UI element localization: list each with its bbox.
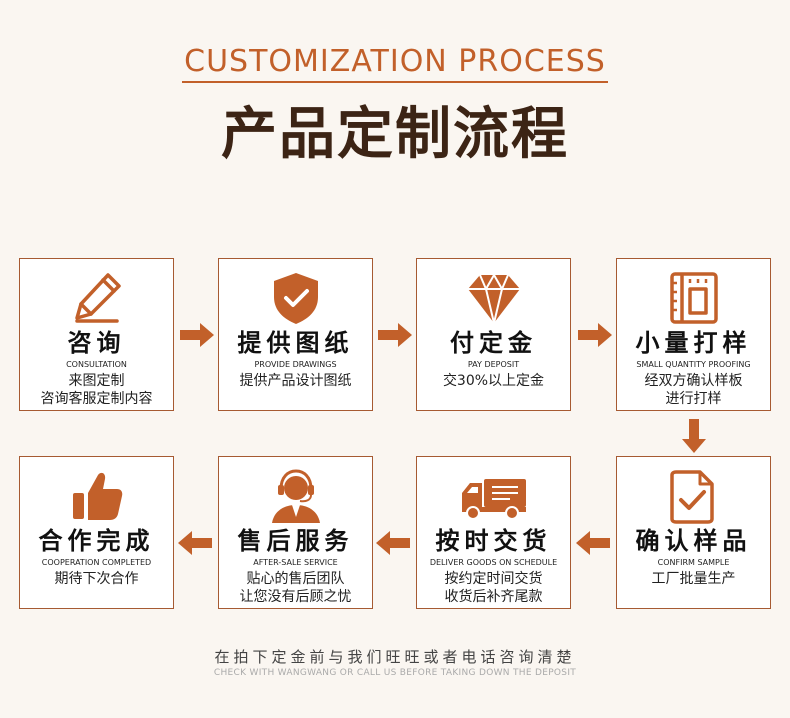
step-title: 咨询 xyxy=(67,329,126,357)
step-title: 合作完成 xyxy=(38,527,155,555)
arrow-left-icon xyxy=(376,531,410,555)
step-card-provide-drawings: 提供图纸 PROVIDE DRAWINGS 提供产品设计图纸 xyxy=(218,258,373,411)
step-subtitle: DELIVER GOODS ON SCHEDULE xyxy=(429,558,558,567)
arrow-right-icon xyxy=(578,323,612,347)
step-description: 工厂批量生产 xyxy=(651,571,736,587)
truck-icon xyxy=(417,467,570,525)
pencil-icon xyxy=(20,269,173,327)
step-card-pay-deposit: 付定金 PAY DEPOSIT 交30%以上定金 xyxy=(416,258,571,411)
thumbs-up-icon xyxy=(20,467,173,525)
arrow-left-icon xyxy=(576,531,610,555)
step-description: 经双方确认样板进行打样 xyxy=(644,373,743,407)
step-subtitle: SMALL QUANTITY PROOFING xyxy=(636,360,751,369)
arrow-right-icon xyxy=(180,323,214,347)
step-description: 提供产品设计图纸 xyxy=(239,373,352,389)
step-subtitle: PROVIDE DRAWINGS xyxy=(254,360,337,369)
step-title: 售后服务 xyxy=(237,527,354,555)
title-english: CUSTOMIZATION PROCESS xyxy=(0,44,790,83)
step-title: 付定金 xyxy=(450,329,537,357)
shield-check-icon xyxy=(219,269,372,327)
footer-note-chinese: 在拍下定金前与我们旺旺或者电话咨询清楚 xyxy=(214,648,576,666)
step-card-deliver-goods: 按时交货 DELIVER GOODS ON SCHEDULE 按约定时间交货收货… xyxy=(416,456,571,609)
step-subtitle: AFTER-SALE SERVICE xyxy=(253,558,338,567)
diamond-icon xyxy=(417,269,570,327)
step-card-consultation: 咨询 CONSULTATION 来图定制咨询客服定制内容 xyxy=(19,258,174,411)
step-title: 提供图纸 xyxy=(237,329,354,357)
step-description: 按约定时间交货收货后补齐尾款 xyxy=(444,571,543,605)
step-card-small-quantity-proofing: 小量打样 SMALL QUANTITY PROOFING 经双方确认样板进行打样 xyxy=(616,258,771,411)
step-subtitle: CONSULTATION xyxy=(66,360,127,369)
step-subtitle: CONFIRM SAMPLE xyxy=(657,558,730,567)
arrow-left-icon xyxy=(178,531,212,555)
arrow-down-icon xyxy=(682,419,706,453)
step-description: 来图定制咨询客服定制内容 xyxy=(40,373,153,407)
step-title: 按时交货 xyxy=(435,527,552,555)
step-subtitle: PAY DEPOSIT xyxy=(467,360,520,369)
step-card-cooperation-completed: 合作完成 COOPERATION COMPLETED 期待下次合作 xyxy=(19,456,174,609)
step-description: 交30%以上定金 xyxy=(442,373,545,389)
step-description: 期待下次合作 xyxy=(54,571,139,587)
title-chinese: 产品定制流程 xyxy=(221,102,569,167)
headset-agent-icon xyxy=(219,467,372,525)
blueprint-icon xyxy=(617,269,770,327)
step-description: 贴心的售后团队让您没有后顾之忧 xyxy=(239,571,352,605)
step-subtitle: COOPERATION COMPLETED xyxy=(41,558,152,567)
arrow-right-icon xyxy=(378,323,412,347)
footer-note-english: CHECK WITH WANGWANG OR CALL US BEFORE TA… xyxy=(213,668,577,678)
step-title: 确认样品 xyxy=(635,527,752,555)
step-card-after-sale-service: 售后服务 AFTER-SALE SERVICE 贴心的售后团队让您没有后顾之忧 xyxy=(218,456,373,609)
step-title: 小量打样 xyxy=(635,329,752,357)
step-card-confirm-sample: 确认样品 CONFIRM SAMPLE 工厂批量生产 xyxy=(616,456,771,609)
document-check-icon xyxy=(617,467,770,525)
